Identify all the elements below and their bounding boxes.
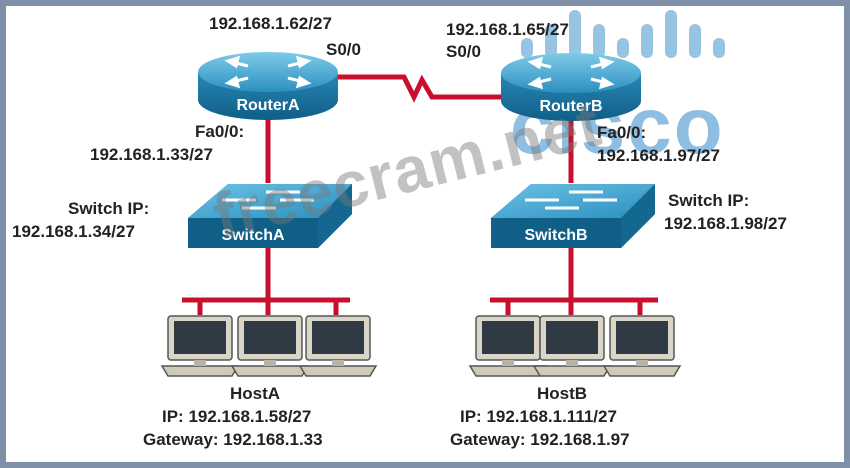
switch-a-icon: SwitchA — [188, 184, 352, 248]
switch-a-ip-label: Switch IP: — [68, 199, 150, 218]
switch-b-name: SwitchB — [524, 227, 587, 244]
host-b-pc-icon — [602, 315, 682, 377]
switch-b-ip: 192.168.1.98/27 — [664, 214, 787, 233]
host-b-name: HostB — [537, 384, 588, 403]
host-a-pc-icon — [230, 315, 310, 377]
router-b-icon: RouterB — [501, 53, 641, 121]
host-a-name: HostA — [230, 384, 281, 403]
router-a-serial-interface: S0/0 — [326, 40, 361, 59]
router-b-serial-ip: 192.168.1.65/27 — [446, 20, 569, 39]
router-a-serial-ip: 192.168.1.62/27 — [209, 14, 332, 33]
switch-b-ip-label: Switch IP: — [668, 191, 750, 210]
host-a-pc-icon — [298, 315, 378, 377]
router-a-fa-ip: 192.168.1.33/27 — [90, 145, 213, 164]
host-computers — [160, 315, 682, 377]
host-a-pc-icon — [160, 315, 240, 377]
router-a-name: RouterA — [236, 97, 300, 114]
host-b-ip: IP: 192.168.1.111/27 — [460, 407, 617, 426]
host-b-pc-icon — [468, 315, 548, 377]
router-a-fa-interface: Fa0/0: — [195, 122, 245, 141]
router-b-fa-interface: Fa0/0: — [597, 123, 647, 142]
host-b-gateway: Gateway: 192.168.1.97 — [450, 430, 630, 449]
router-b-fa-ip: 192.168.1.97/27 — [597, 146, 720, 165]
switch-a-ip: 192.168.1.34/27 — [12, 222, 135, 241]
host-b-pc-icon — [532, 315, 612, 377]
serial-link — [335, 74, 503, 103]
switch-a-name: SwitchA — [221, 227, 285, 244]
router-b-serial-interface: S0/0 — [446, 42, 481, 61]
router-b-name: RouterB — [539, 98, 602, 115]
links — [182, 74, 658, 315]
host-a-ip: IP: 192.168.1.58/27 — [162, 407, 312, 426]
host-a-gateway: Gateway: 192.168.1.33 — [143, 430, 323, 449]
router-a-icon: RouterA — [198, 52, 338, 120]
switch-b-icon: SwitchB — [491, 184, 655, 248]
